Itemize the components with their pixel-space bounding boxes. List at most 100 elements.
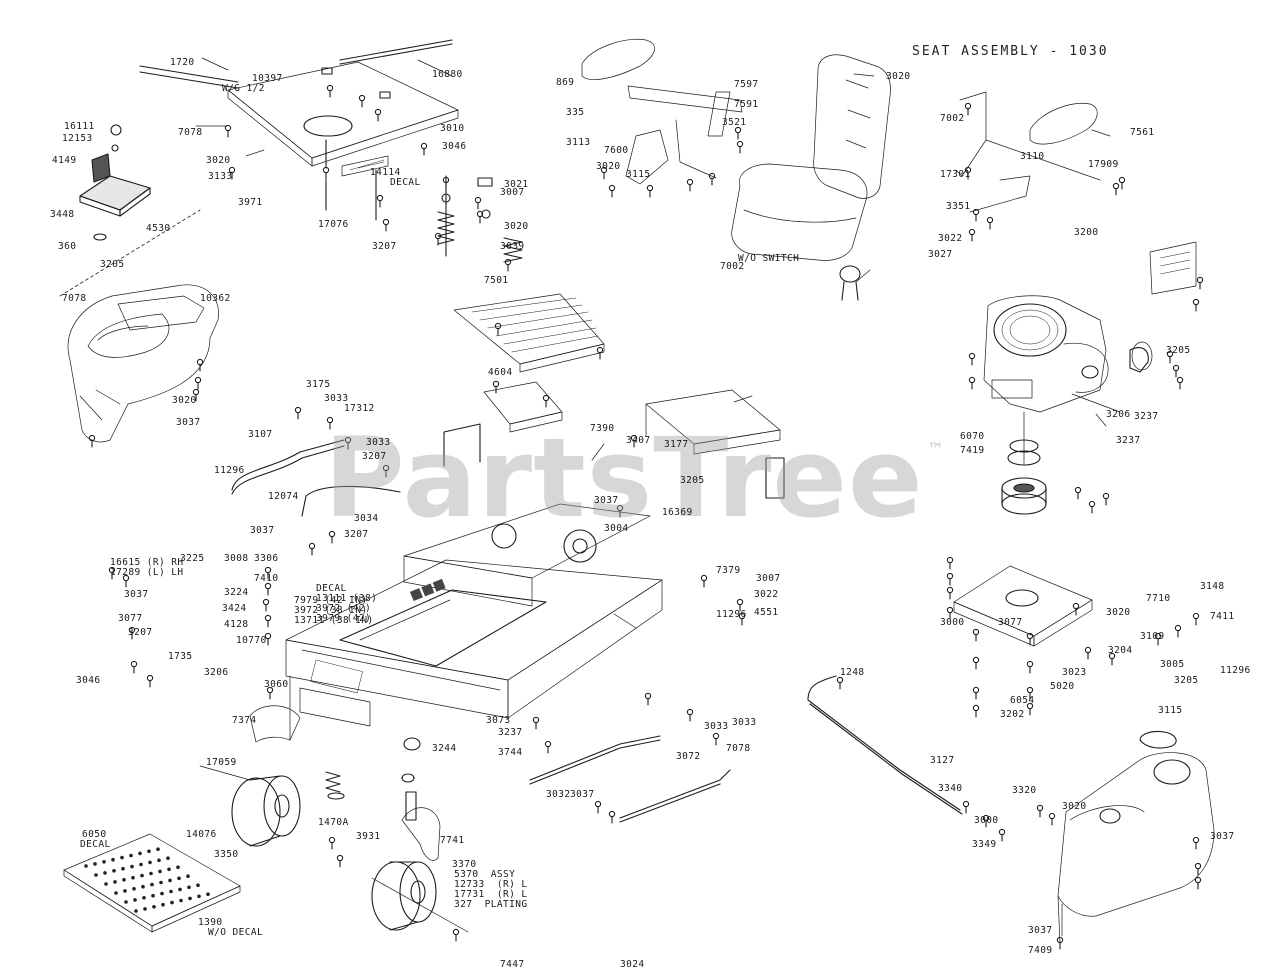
part-number-label: 4604 <box>488 367 513 378</box>
bolt <box>1088 500 1096 508</box>
part-number-label: 3037 <box>594 495 619 506</box>
part-number-label: DECAL <box>80 839 111 850</box>
bolt <box>358 94 366 102</box>
part-number-label: 3148 <box>1200 581 1225 592</box>
bolt <box>262 598 270 606</box>
foot-plate-hole <box>133 898 137 902</box>
part-number-label: 3073 <box>486 715 511 726</box>
bolt <box>736 140 744 148</box>
part-number-label: 1248 <box>840 667 865 678</box>
part-number-label: 3225 <box>180 553 205 564</box>
pulley-clutch <box>1001 439 1047 515</box>
frame-emblem: ■■■ <box>408 576 448 604</box>
part-number-label: 3205 <box>1166 345 1191 356</box>
part-number-label: 335 <box>566 107 585 118</box>
foot-plate-hole <box>111 857 115 862</box>
part-number-label: 7409 <box>1028 945 1053 956</box>
part-number-label: 3022 <box>754 589 779 600</box>
bolt <box>1102 492 1110 500</box>
foot-plate-hole <box>104 882 108 886</box>
part-number-label: 3207 <box>372 241 397 252</box>
bolt <box>594 800 602 808</box>
part-number-label: 3107 <box>248 429 273 440</box>
deck-plate <box>953 565 1093 647</box>
part-number-label: 7410 <box>254 573 279 584</box>
foot-plate-hole <box>149 871 153 876</box>
part-number-label: 3008 <box>224 553 249 564</box>
console-housing <box>59 209 219 443</box>
part-number-label: 3206 <box>204 667 229 678</box>
part-number-label: 1470A <box>318 817 349 828</box>
bolt <box>452 928 460 936</box>
foot-plate-hole <box>177 876 181 881</box>
part-number-label: 4530 <box>146 223 171 234</box>
part-number-multiline-label: 7979 (42 IN) 3972 (38 IN) 13711 (38 IN) <box>294 595 374 626</box>
bolt <box>686 708 694 716</box>
control-rods <box>231 439 963 823</box>
foot-plate-hole <box>93 862 97 866</box>
bolt <box>336 854 344 862</box>
part-number-multiline-label: 16615 (R) RH 17289 (L) LH <box>110 557 184 578</box>
bolt <box>1026 686 1034 694</box>
bolt <box>192 388 200 396</box>
bolt <box>1112 182 1120 190</box>
bolt <box>374 108 382 116</box>
bolt <box>308 542 316 550</box>
leader-lines <box>195 57 1121 629</box>
foot-plate-hole <box>120 855 124 860</box>
side-bracket <box>645 389 785 499</box>
part-number-label: 7002 <box>940 113 965 124</box>
caster-wheel-1 <box>199 765 301 847</box>
part-number-label: 6050 <box>82 829 107 840</box>
part-number-label: 3033 <box>732 717 757 728</box>
part-number-label: 7710 <box>1146 593 1171 604</box>
part-number-label: 1390 <box>198 917 223 928</box>
partstree-watermark: PartsTree <box>324 414 924 542</box>
part-number-label: 7597 <box>734 79 759 90</box>
part-number-label: 3037 <box>570 789 595 800</box>
part-number-label: 3177 <box>664 439 689 450</box>
part-number-label: 3000 <box>974 815 999 826</box>
part-number-label: 3237 <box>1116 435 1141 446</box>
bolt <box>532 716 540 724</box>
part-number-label: 7419 <box>960 445 985 456</box>
foot-plate-hole <box>167 867 171 872</box>
bolt <box>326 84 334 92</box>
part-number-label: 3020 <box>886 71 911 82</box>
caster-wheel-2 <box>371 861 469 933</box>
part-number-multiline-label: 5370 ASSY 12733 (R) L 17731 (R) L 327 PL… <box>454 869 528 910</box>
part-number-label: 3133 <box>208 171 233 182</box>
part-number-label: 12153 <box>62 133 93 144</box>
bolt <box>946 572 954 580</box>
foot-plate-hole <box>187 885 191 890</box>
foot-plate-hole <box>123 889 127 893</box>
part-number-label: 3022 <box>938 233 963 244</box>
part-number-label: 3077 <box>998 617 1023 628</box>
part-number-label: 17909 <box>1088 159 1119 170</box>
part-number-label: 14114 <box>370 167 401 178</box>
part-number-label: 3020 <box>504 221 529 232</box>
foot-plate-hole <box>148 860 152 865</box>
part-number-label: 3320 <box>1012 785 1037 796</box>
bolt <box>968 376 976 384</box>
part-number-label: 5020 <box>1050 681 1075 692</box>
part-number-label: 4128 <box>224 619 249 630</box>
part-number-label: 11296 <box>214 465 245 476</box>
bolt <box>294 406 302 414</box>
part-number-label: 16111 <box>64 121 95 132</box>
part-number-label: 3060 <box>264 679 289 690</box>
foot-plate-hole <box>131 875 135 880</box>
foot-plate-hole <box>169 889 173 894</box>
bolt <box>544 740 552 748</box>
part-number-label: 3244 <box>432 743 457 754</box>
bolt <box>736 598 744 606</box>
seat-brackets <box>625 85 1101 213</box>
bolt <box>968 228 976 236</box>
part-number-label: 17059 <box>206 757 237 768</box>
part-number-label: 3005 <box>1160 659 1185 670</box>
bolt <box>968 352 976 360</box>
part-number-label: 14076 <box>186 829 217 840</box>
bolt <box>946 606 954 614</box>
bolt <box>474 196 482 204</box>
part-number-label: 3033 <box>366 437 391 448</box>
